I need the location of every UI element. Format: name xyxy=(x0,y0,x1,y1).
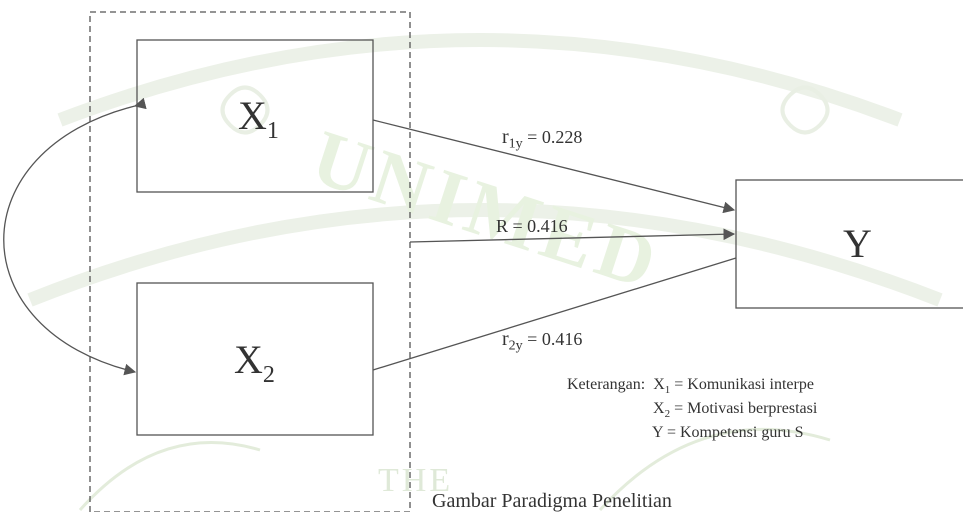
note-x1: Keterangan: X1 = Komunikasi interpe xyxy=(567,376,814,397)
arrow-x1-y xyxy=(372,119,736,214)
figure-caption: Gambar Paradigma Penelitian xyxy=(432,490,672,512)
x2-label: X2 xyxy=(234,337,275,388)
y-label: Y xyxy=(843,221,872,266)
r2y-label: r2y = 0.416 xyxy=(502,328,583,354)
R-label: R = 0.416 xyxy=(496,216,568,236)
y-box xyxy=(735,179,963,309)
arrow-group-y xyxy=(409,228,736,243)
watermark-lower-text: THE xyxy=(378,462,454,499)
correlation-curve xyxy=(3,97,147,376)
line-x2-y xyxy=(372,257,737,371)
independent-group-frame xyxy=(89,11,411,512)
r1y-label: r1y = 0.228 xyxy=(502,126,583,152)
note-x2: X2 = Motivasi berprestasi xyxy=(653,400,818,421)
x1-label: X1 xyxy=(238,93,279,144)
note-y: Y = Kompetensi guru S xyxy=(652,424,804,441)
